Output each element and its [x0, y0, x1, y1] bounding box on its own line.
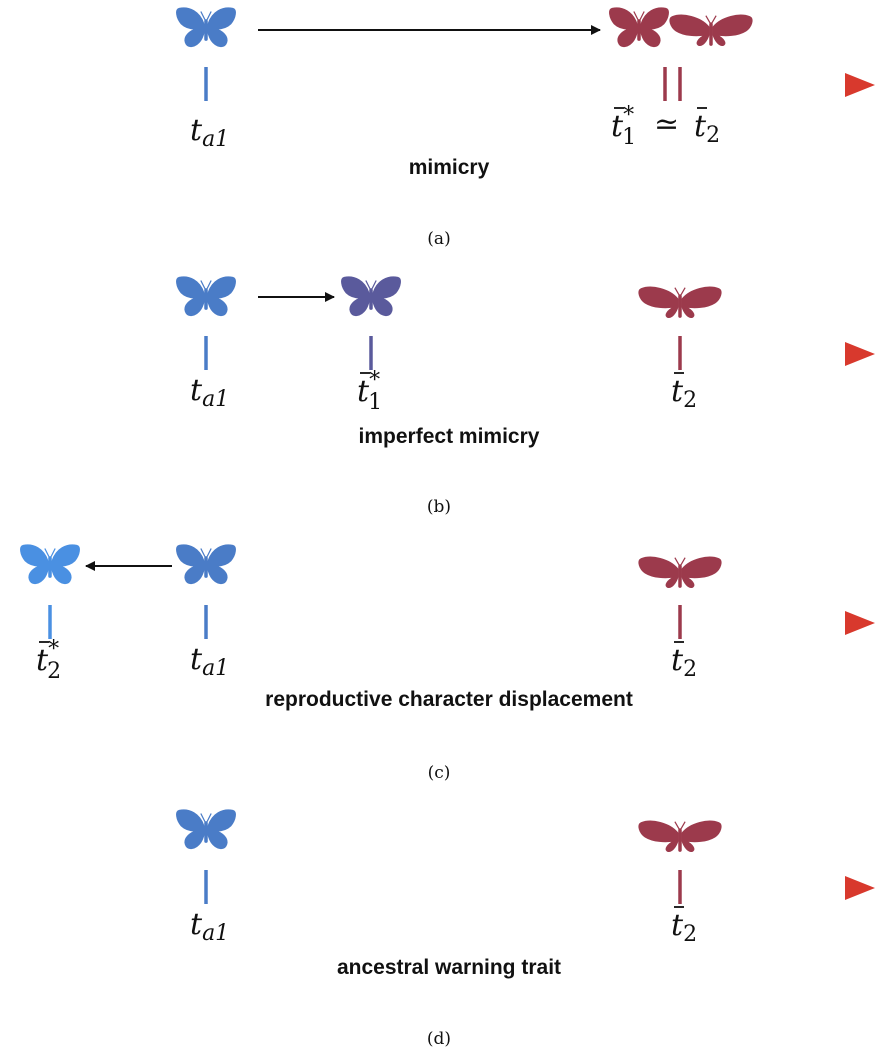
moth-red-model-icon: [638, 820, 722, 853]
axis-arrowhead: [845, 876, 875, 900]
moth-red-model-icon: [638, 556, 722, 589]
label-ta1: ta1: [190, 642, 229, 681]
axis-arrowhead: [845, 611, 875, 635]
butterfly-red-mimic-icon: [608, 7, 670, 48]
panel-b: ta1 t*1 t2 imperfect mimicry (b): [12, 276, 875, 517]
butterfly-lightblue-icon: [19, 544, 81, 585]
moth-red-model-icon: [638, 286, 722, 319]
butterfly-blue-icon: [175, 7, 237, 48]
panel-d: ta1 t2 ancestral warning trait (d): [12, 809, 875, 1049]
butterfly-purple-mimic-icon: [340, 276, 402, 317]
axis-arrowhead: [845, 73, 875, 97]
panel-caption: (c): [428, 763, 451, 783]
panel-title: ancestral warning trait: [337, 956, 561, 979]
panel-title: reproductive character displacement: [265, 688, 633, 711]
axis-arrowhead: [845, 342, 875, 366]
label-t2: t2: [694, 109, 720, 148]
label-t2: t2: [671, 643, 697, 682]
label-ta1: ta1: [190, 373, 229, 412]
butterfly-blue-icon: [175, 809, 237, 850]
label-t2: t2: [671, 908, 697, 947]
moth-red-model-icon: [669, 14, 753, 47]
butterfly-blue-icon: [175, 544, 237, 585]
label-t2: t2: [671, 374, 697, 413]
approx-symbol: ≃: [654, 107, 679, 142]
panel-c: t*2 ta1 t2 reproductive character displa…: [12, 544, 875, 783]
panel-title: imperfect mimicry: [359, 425, 540, 448]
panel-caption: (d): [427, 1029, 451, 1049]
butterfly-blue-icon: [175, 276, 237, 317]
label-ta1: ta1: [190, 907, 229, 946]
panel-caption: (b): [427, 497, 451, 517]
label-t1-star: t*1: [611, 103, 636, 150]
label-t1-star: t*1: [357, 368, 382, 415]
panel-title: mimicry: [409, 156, 490, 179]
panel-a: ta1 t*1 ≃ t2 mimicry (a): [12, 7, 875, 249]
label-t2-star: t*2: [36, 637, 61, 684]
label-ta1: ta1: [190, 113, 229, 152]
panel-caption: (a): [427, 229, 450, 249]
